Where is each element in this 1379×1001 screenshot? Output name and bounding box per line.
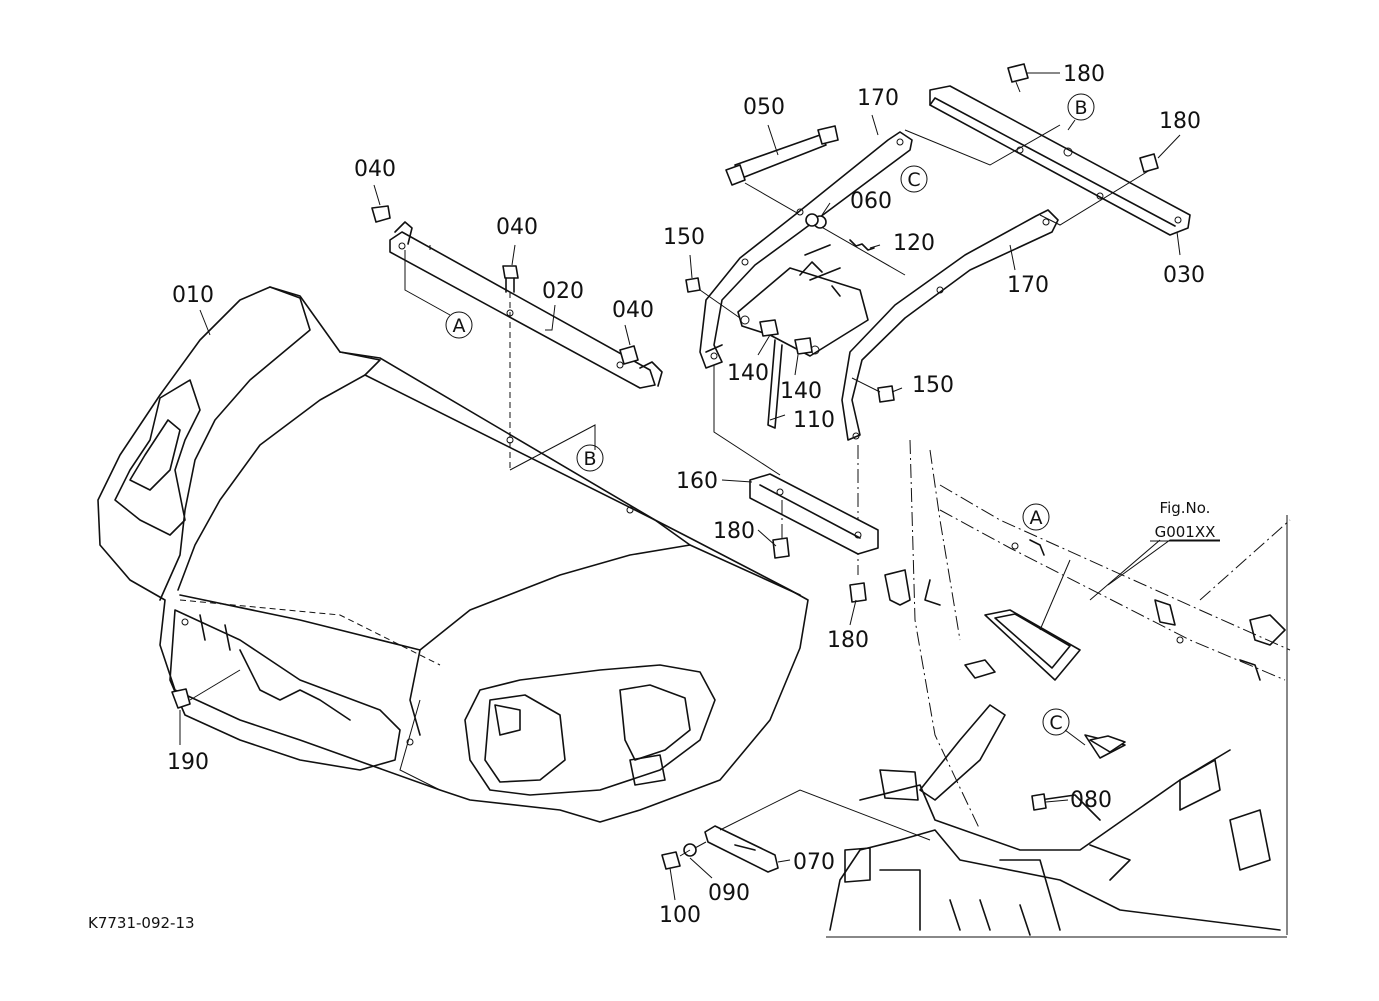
svg-text:C: C — [1049, 712, 1062, 734]
leader-lines — [179, 72, 1220, 901]
ref-marker-c: C — [1042, 708, 1070, 736]
svg-text:Fig.No.: Fig.No. — [1160, 499, 1211, 517]
part-label-090[interactable]: 090 — [708, 881, 750, 906]
part-label-180[interactable]: 180 — [1159, 109, 1201, 134]
part-label-040[interactable]: 040 — [354, 157, 396, 182]
part-label-190[interactable]: 190 — [167, 750, 209, 775]
part-label-110[interactable]: 110 — [793, 408, 835, 433]
svg-text:A: A — [1030, 507, 1043, 529]
reference-markers: A B B C A C — [445, 93, 1095, 736]
part-label-180[interactable]: 180 — [827, 628, 869, 653]
svg-text:G001XX: G001XX — [1155, 523, 1216, 541]
part-label-170[interactable]: 170 — [857, 86, 899, 111]
svg-text:A: A — [453, 315, 466, 337]
part-label-150[interactable]: 150 — [663, 225, 705, 250]
svg-text:B: B — [583, 448, 596, 470]
part-label-120[interactable]: 120 — [893, 231, 935, 256]
part-label-030[interactable]: 030 — [1163, 263, 1205, 288]
part-label-180[interactable]: 180 — [713, 519, 755, 544]
frame-drawing — [826, 439, 1291, 938]
figure-reference[interactable]: Fig.No. G001XX — [1150, 499, 1220, 542]
hinge-bracket-drawing — [749, 473, 879, 603]
drawing-number: K7731-092-13 — [88, 914, 195, 932]
part-label-100[interactable]: 100 — [659, 903, 701, 928]
ref-marker-a: A — [1022, 503, 1050, 531]
ref-marker-b: B — [576, 444, 604, 472]
part-label-180[interactable]: 180 — [1063, 62, 1105, 87]
part-label-080[interactable]: 080 — [1070, 788, 1112, 813]
part-label-150[interactable]: 150 — [912, 373, 954, 398]
part-label-170[interactable]: 170 — [1007, 273, 1049, 298]
part-label-020[interactable]: 020 — [542, 279, 584, 304]
part-label-160[interactable]: 160 — [676, 469, 718, 494]
ref-marker-b: B — [1067, 93, 1095, 121]
svg-text:B: B — [1074, 97, 1087, 119]
hood-drawing — [97, 286, 809, 823]
part-label-040[interactable]: 040 — [612, 298, 654, 323]
part-labels: 010 020 030 040 040 040 050 060 070 080 … — [167, 62, 1205, 928]
part-label-050[interactable]: 050 — [743, 95, 785, 120]
part-label-140[interactable]: 140 — [780, 379, 822, 404]
ref-marker-a: A — [445, 311, 473, 339]
part-label-060[interactable]: 060 — [850, 189, 892, 214]
svg-text:C: C — [907, 169, 920, 191]
ref-marker-c: C — [900, 165, 928, 193]
hinge-assembly-drawing — [685, 125, 1059, 575]
part-label-140[interactable]: 140 — [727, 361, 769, 386]
part-label-040[interactable]: 040 — [496, 215, 538, 240]
part-label-070[interactable]: 070 — [793, 850, 835, 875]
latch-drawing — [171, 669, 931, 873]
crossbar-drawing — [904, 63, 1191, 236]
part-label-010[interactable]: 010 — [172, 283, 214, 308]
hood-stay-drawing — [371, 205, 663, 471]
